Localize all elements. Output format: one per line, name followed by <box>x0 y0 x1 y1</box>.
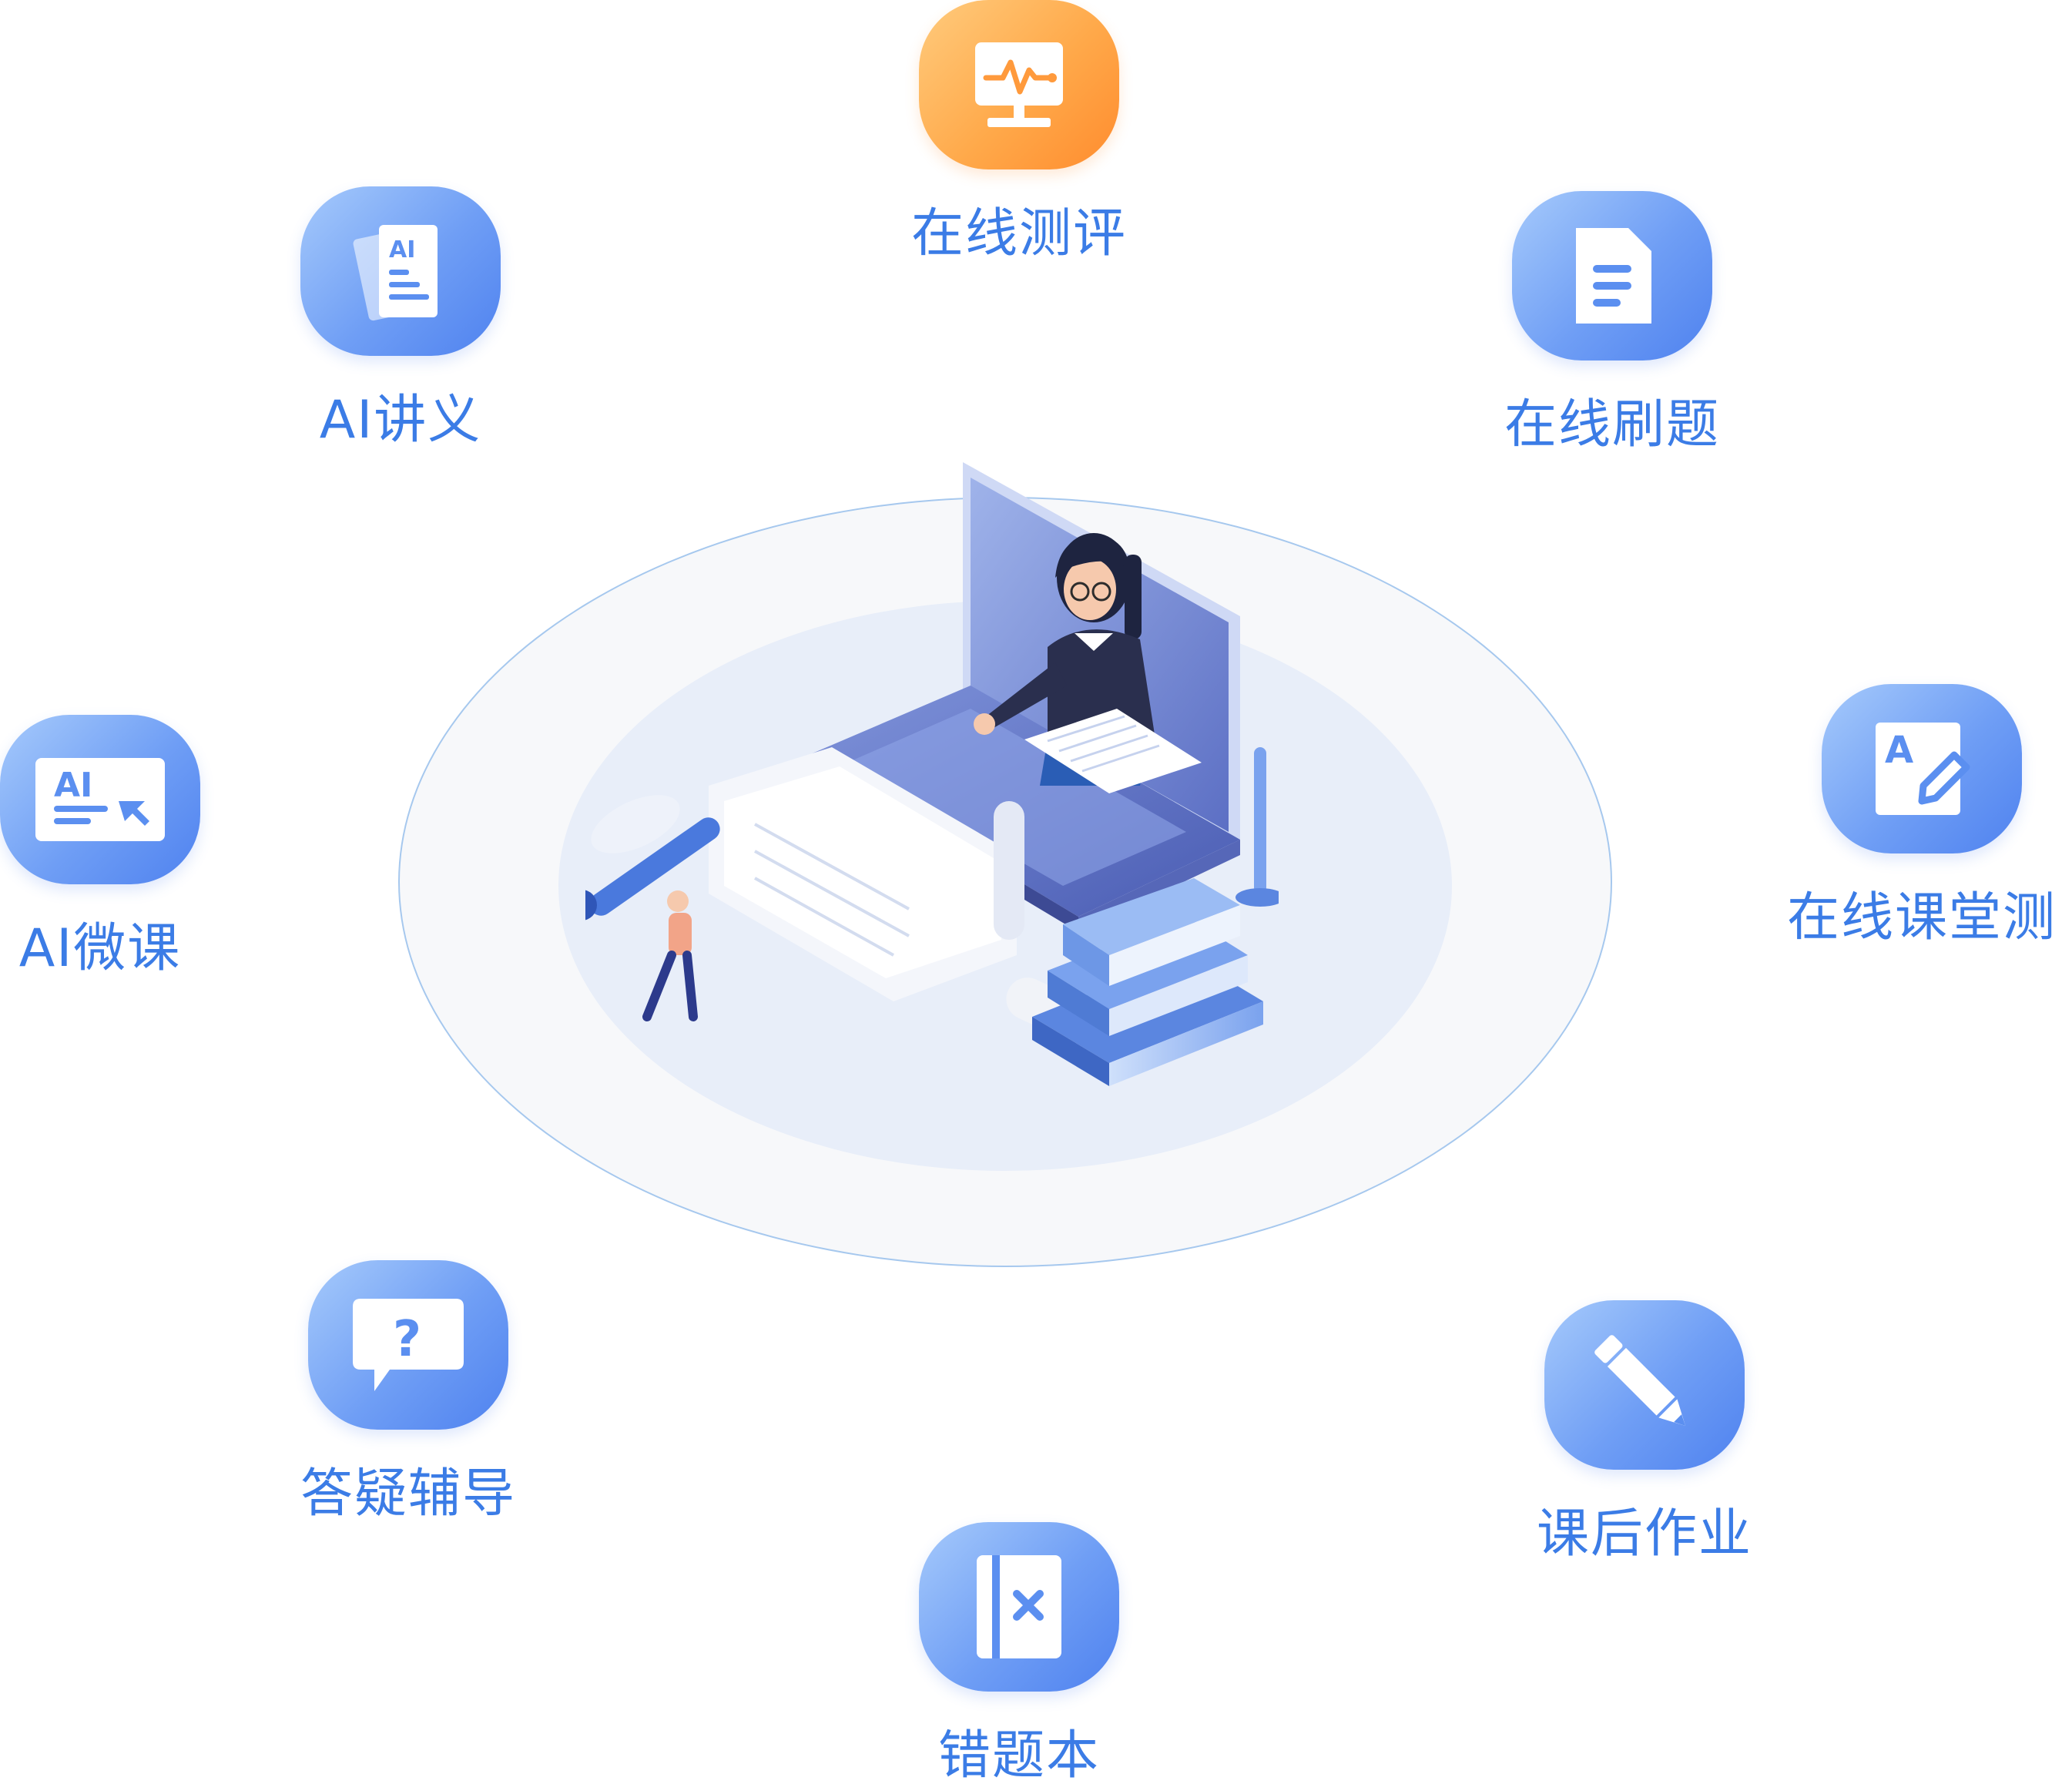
notebook-x-icon <box>977 1555 1061 1658</box>
feature-online-test[interactable]: 在线测评 <box>865 0 1173 265</box>
document-lines-icon <box>1576 228 1651 324</box>
feature-wrong-book[interactable]: 错题本 <box>865 1522 1173 1784</box>
feature-homework[interactable]: 课后作业 <box>1490 1300 1799 1565</box>
feature-ai-handout[interactable]: AI AI讲义 <box>246 186 555 451</box>
feature-label: AI讲义 <box>319 390 482 451</box>
ai-screen-cursor-icon: AI <box>35 758 165 841</box>
edit-a-icon: A <box>1876 723 1970 815</box>
pencil-icon <box>1594 1335 1686 1427</box>
feature-ai-microclass[interactable]: AI AI微课 <box>0 715 200 980</box>
feature-class-test[interactable]: A 在线课堂测 <box>1772 684 2072 949</box>
online-learning-illustration <box>585 462 1279 1086</box>
a-letter-text: A <box>1885 729 1913 772</box>
feature-label: 在线刷题 <box>1504 394 1720 455</box>
feature-label: 在线测评 <box>910 203 1127 264</box>
homework-tile[interactable] <box>1544 1300 1745 1470</box>
online-test-tile[interactable] <box>919 0 1119 169</box>
ai-badge-text: AI <box>389 236 415 263</box>
ai-document-icon: AI <box>353 225 438 321</box>
question-mark-text: ? <box>393 1311 421 1368</box>
question-bubble-icon: ? <box>353 1299 464 1391</box>
feature-label: 答疑辅导 <box>300 1464 516 1524</box>
feature-online-drill[interactable]: 在线刷题 <box>1458 191 1766 456</box>
qa-tutor-tile[interactable]: ? <box>308 1260 508 1430</box>
feature-label: 课后作业 <box>1536 1504 1752 1564</box>
feature-label: AI微课 <box>18 918 182 979</box>
monitor-pulse-icon <box>975 42 1063 127</box>
feature-qa-tutor[interactable]: ? 答疑辅导 <box>254 1260 562 1525</box>
ai-handout-tile[interactable]: AI <box>300 186 501 356</box>
class-test-tile[interactable]: A <box>1822 684 2022 853</box>
ai-badge-text: AI <box>54 766 92 805</box>
online-drill-tile[interactable] <box>1512 191 1712 360</box>
wrong-book-tile[interactable] <box>919 1522 1119 1692</box>
feature-label: 在线课堂测 <box>1786 887 2057 948</box>
ai-microclass-tile[interactable]: AI <box>0 715 200 884</box>
feature-label: 错题本 <box>937 1725 1100 1784</box>
